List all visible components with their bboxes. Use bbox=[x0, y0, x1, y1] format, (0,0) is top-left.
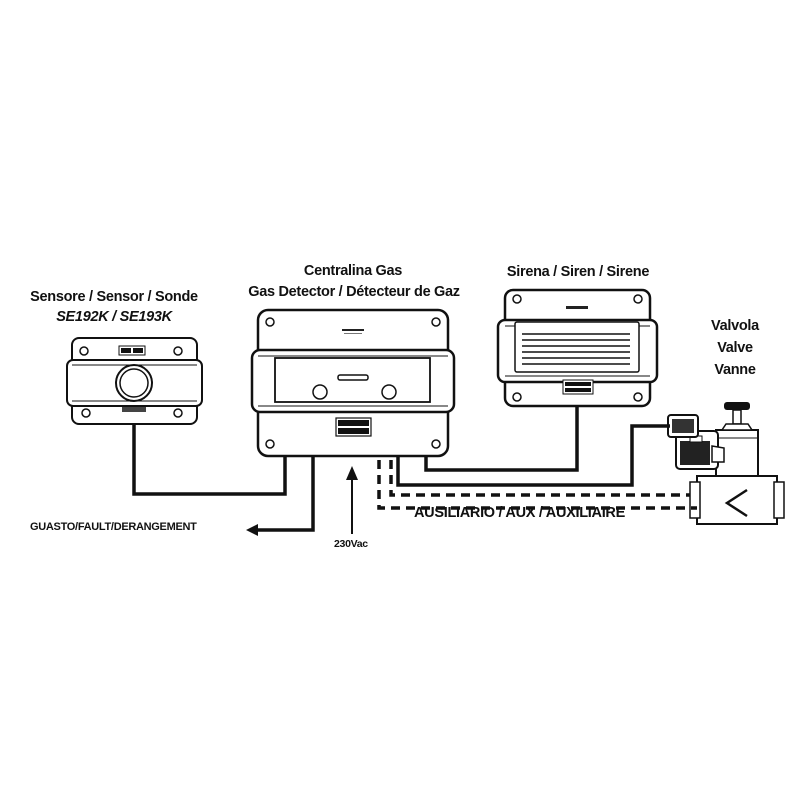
sensor-models: SE192K / SE193K bbox=[56, 309, 172, 325]
siren-device bbox=[496, 288, 659, 408]
valve-label-fr: Vanne bbox=[714, 362, 756, 378]
fault-output-label: GUASTO/FAULT/DERANGEMENT bbox=[30, 521, 197, 533]
detector-to-siren-wire bbox=[424, 406, 579, 472]
wiring-lines bbox=[132, 406, 670, 534]
power-input-label: 230Vac bbox=[334, 538, 368, 550]
valve-label-en: Valve bbox=[717, 340, 753, 356]
fault-output-wire bbox=[255, 456, 315, 532]
aux-dashed-wires bbox=[377, 460, 697, 510]
power-arrow-head bbox=[346, 466, 358, 480]
detector-subtitle: Gas Detector / Détecteur de Gaz bbox=[248, 284, 460, 300]
detector-title: Centralina Gas bbox=[303, 263, 403, 279]
detector-to-valve-wire bbox=[396, 424, 670, 487]
sensor-title: Sensore / Sensor / Sonde bbox=[30, 289, 198, 305]
sensor-to-detector-wire bbox=[132, 424, 287, 496]
gas-detector-device bbox=[250, 308, 456, 458]
valve-label-it: Valvola bbox=[711, 318, 759, 334]
aux-output-label: AUSILIARIO / AUX / AUXILIAIRE bbox=[414, 505, 625, 521]
solenoid-valve-device bbox=[667, 402, 785, 525]
gas-sensor-device bbox=[66, 337, 203, 425]
fault-arrow-head bbox=[246, 524, 258, 536]
siren-title: Sirena / Siren / Sirene bbox=[506, 264, 650, 280]
